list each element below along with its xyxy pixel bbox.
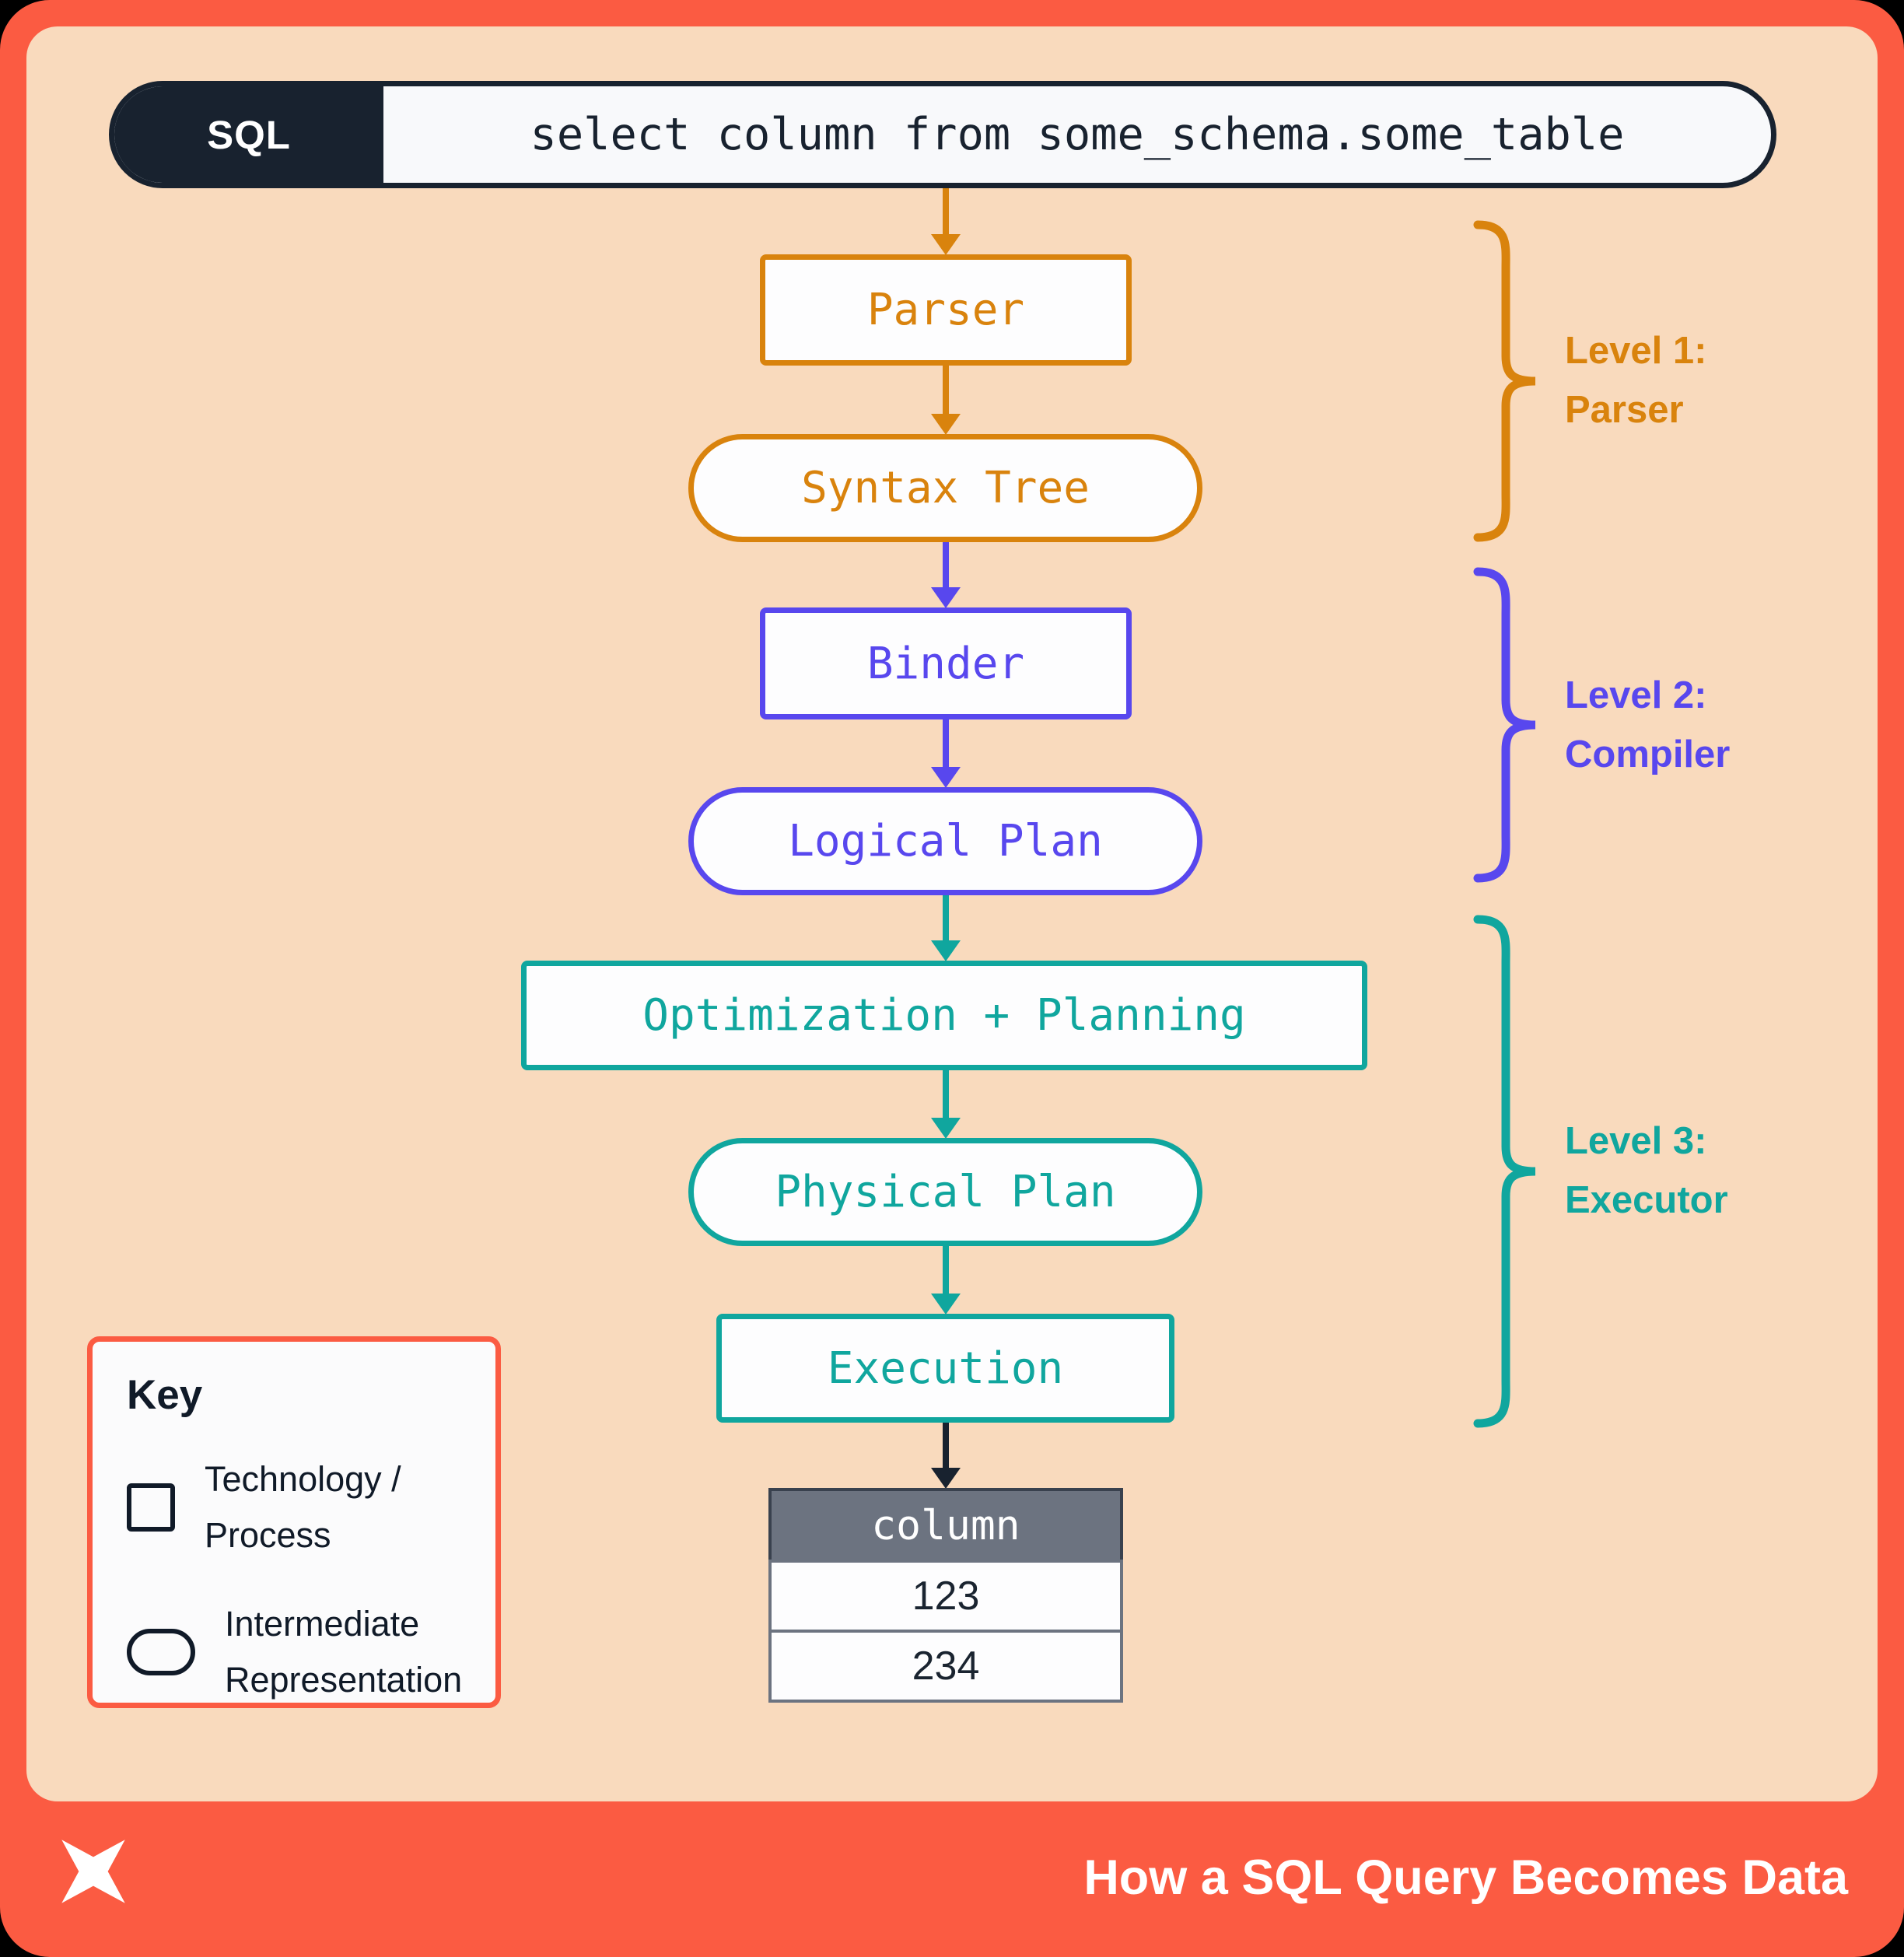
legend-item-intermediate: Intermediate Representation: [127, 1596, 462, 1708]
physical-plan-node: Physical Plan: [688, 1138, 1202, 1246]
arrow-binder-to-logical-plan: [943, 719, 949, 767]
arrow-sql-to-parser: [943, 188, 949, 234]
pill-swatch-icon: [127, 1629, 195, 1675]
level-2-line2: Compiler: [1565, 733, 1731, 775]
execution-node: Execution: [716, 1314, 1174, 1423]
parser-node: Parser: [760, 254, 1132, 366]
legend-item-line: Process: [205, 1515, 331, 1555]
brace-level-2: [1473, 567, 1536, 883]
logical-plan-node: Logical Plan: [688, 787, 1202, 895]
level-3-label: Level 3: Executor: [1565, 1112, 1728, 1231]
legend-title: Key: [127, 1372, 203, 1418]
level-2-label: Level 2: Compiler: [1565, 667, 1730, 785]
legend-box: Key Technology / Process Intermediate Re…: [87, 1336, 501, 1708]
arrow-execution-to-result: [943, 1423, 949, 1468]
level-3-line1: Level 3:: [1565, 1120, 1707, 1162]
arrow-optimization-to-physical-plan: [943, 1070, 949, 1118]
arrow-physical-plan-to-execution: [943, 1246, 949, 1294]
arrow-syntax-tree-to-binder: [943, 542, 949, 587]
legend-item-label: Intermediate Representation: [225, 1596, 462, 1708]
result-table-header: column: [768, 1488, 1123, 1563]
level-1-line2: Parser: [1565, 388, 1684, 431]
level-3-line2: Executor: [1565, 1178, 1728, 1221]
brace-level-1: [1473, 220, 1536, 542]
arrow-parser-to-syntax-tree: [943, 366, 949, 414]
arrow-logical-plan-to-optimization: [943, 895, 949, 940]
legend-item-technology: Technology / Process: [127, 1451, 461, 1563]
syntax-tree-node: Syntax Tree: [688, 434, 1202, 542]
square-swatch-icon: [127, 1483, 175, 1532]
result-table: column 123 234: [768, 1488, 1123, 1703]
sql-input-bar: SQL select column from some_schema.some_…: [109, 81, 1776, 188]
poster-title: How a SQL Query Becomes Data: [1083, 1850, 1848, 1905]
result-table-row: 123: [768, 1560, 1123, 1633]
sql-badge: SQL: [114, 86, 383, 183]
legend-item-line: Representation: [225, 1660, 463, 1700]
brand-logo-icon: [61, 1840, 125, 1903]
brace-level-3: [1473, 915, 1536, 1428]
legend-item-label: Technology / Process: [205, 1451, 401, 1563]
level-1-line1: Level 1:: [1565, 330, 1707, 372]
result-table-row: 234: [768, 1630, 1123, 1703]
level-2-line1: Level 2:: [1565, 674, 1707, 716]
optimization-planning-node: Optimization + Planning: [521, 961, 1367, 1070]
legend-item-line: Technology /: [205, 1459, 401, 1499]
binder-node: Binder: [760, 607, 1132, 719]
sql-query-text: select column from some_schema.some_tabl…: [530, 109, 1625, 160]
level-1-label: Level 1: Parser: [1565, 322, 1706, 440]
legend-item-line: Intermediate: [225, 1604, 420, 1644]
